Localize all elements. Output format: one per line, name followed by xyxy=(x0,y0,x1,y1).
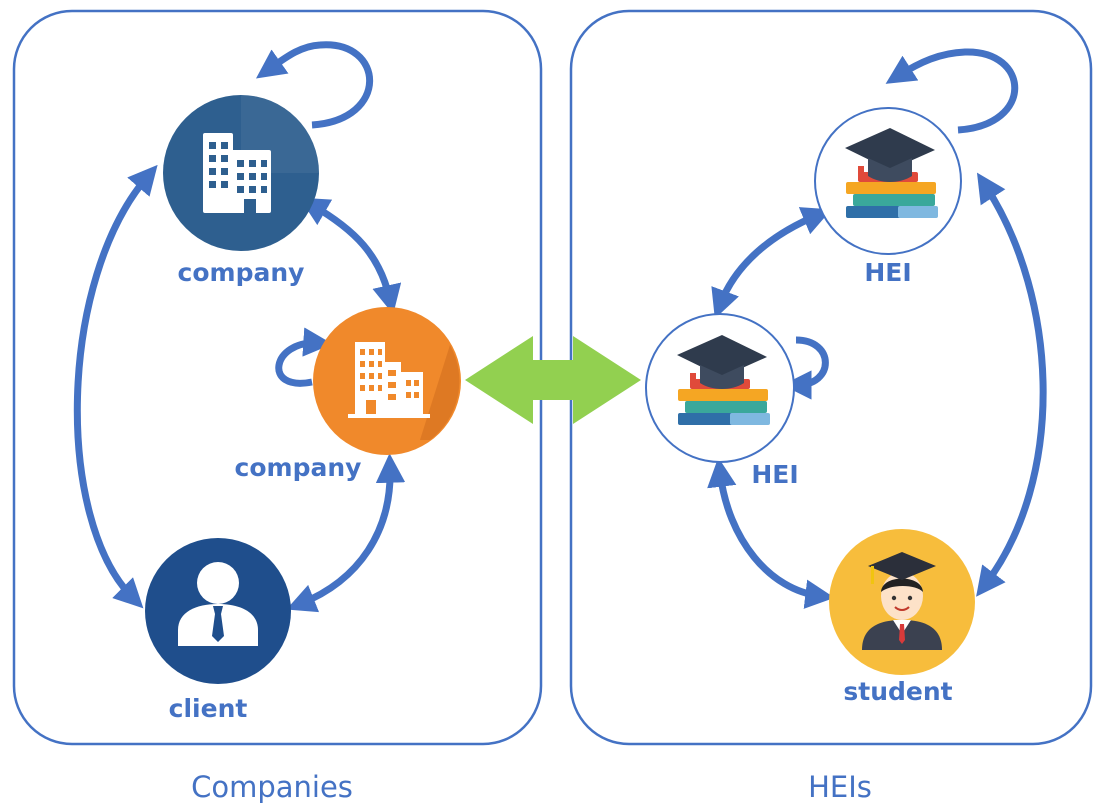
company-top-node: company xyxy=(163,95,319,287)
hei-center-label: HEI xyxy=(751,460,798,489)
graduation-cap-books-icon xyxy=(845,128,938,218)
graduation-cap-books-icon xyxy=(677,335,770,425)
hei-top-to-center-arrow xyxy=(711,207,832,319)
student-label: student xyxy=(843,677,952,706)
hei-center-node: HEI xyxy=(645,313,799,489)
company-center-self-loop-arrow xyxy=(275,327,333,387)
companies-heis-bridge-arrow xyxy=(465,336,641,424)
office-buildings-icon xyxy=(348,342,430,418)
client-to-company-center-arrow xyxy=(286,453,406,613)
hei-top-node: HEI xyxy=(814,107,962,287)
hei-center-self-loop-arrow xyxy=(782,336,829,400)
hei-top-label: HEI xyxy=(864,258,911,287)
business-person-icon xyxy=(178,562,258,646)
student-node: student xyxy=(829,529,975,706)
client-node: client xyxy=(145,538,291,723)
hei-top-to-student-arrow xyxy=(976,172,1047,597)
company-top-self-loop-arrow xyxy=(255,41,373,129)
client-label: client xyxy=(169,694,248,723)
company-top-label: company xyxy=(178,258,305,287)
hei-top-self-loop-arrow xyxy=(885,48,1019,134)
hei-center-to-student-arrow xyxy=(707,457,835,609)
company-top-to-client-arrow xyxy=(73,164,158,609)
heis-group-label: HEIs xyxy=(808,770,872,804)
company-top-to-center-arrow xyxy=(299,197,402,315)
office-building-icon xyxy=(203,133,271,213)
companies-group-label: Companies xyxy=(191,770,353,804)
company-center-node: company xyxy=(235,307,461,482)
company-center-label: company xyxy=(235,453,362,482)
graduate-student-icon xyxy=(862,552,942,650)
